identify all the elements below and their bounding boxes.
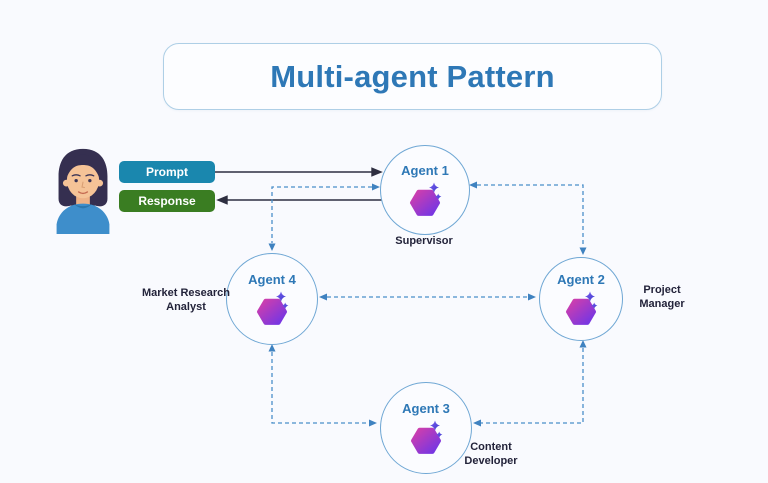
avatar-face: [66, 162, 100, 199]
link-arrowheads: [268, 181, 587, 427]
avatar-brow-left: [71, 174, 81, 177]
avatar-collar: [74, 204, 92, 209]
agent-hexagon-icon: [411, 419, 444, 454]
prompt-badge: Prompt: [119, 161, 215, 183]
avatar-nose: [81, 181, 86, 189]
agent1-node: Agent 1: [380, 145, 470, 235]
avatar-eye-left: [74, 179, 78, 183]
avatar-eye-right: [88, 179, 92, 183]
agent-hexagon-icon: [566, 290, 599, 325]
link-agent1-agent4: [271, 186, 372, 243]
avatar-mouth: [77, 191, 89, 195]
agent3-role: Content Developer: [464, 441, 518, 467]
response-badge: Response: [119, 190, 215, 212]
agent4-node: Agent 4: [226, 253, 318, 345]
agent4-label: Agent 4: [248, 272, 296, 287]
user-avatar: [56, 148, 110, 234]
agent2-role: Project Manager: [639, 284, 685, 310]
agent-hexagon-icon: [257, 290, 290, 325]
avatar-brow-right: [85, 174, 95, 177]
agent3-node: Agent 3: [380, 382, 472, 474]
link-agent1-agent2: [477, 184, 584, 247]
avatar-shirt: [56, 203, 110, 234]
agent-hexagon-icon: [410, 181, 443, 216]
response-arrow: [216, 195, 382, 205]
agent3-label: Agent 3: [402, 401, 450, 416]
diagram-title-box: Multi-agent Pattern: [163, 43, 662, 110]
agent4-role: Market Research Analyst: [141, 287, 231, 313]
page-title: Multi-agent Pattern: [270, 58, 555, 94]
response-label: Response: [138, 194, 196, 208]
avatar-hair-front: [66, 154, 100, 178]
agent1-label: Agent 1: [401, 163, 449, 178]
link-agent4-agent3: [271, 352, 369, 424]
agent1-role: Supervisor: [395, 235, 453, 247]
prompt-label: Prompt: [146, 165, 188, 179]
agent2-label: Agent 2: [557, 272, 605, 287]
prompt-arrow: [215, 167, 383, 177]
agent2-node: Agent 2: [539, 257, 623, 341]
link-agent2-agent3: [481, 348, 584, 424]
